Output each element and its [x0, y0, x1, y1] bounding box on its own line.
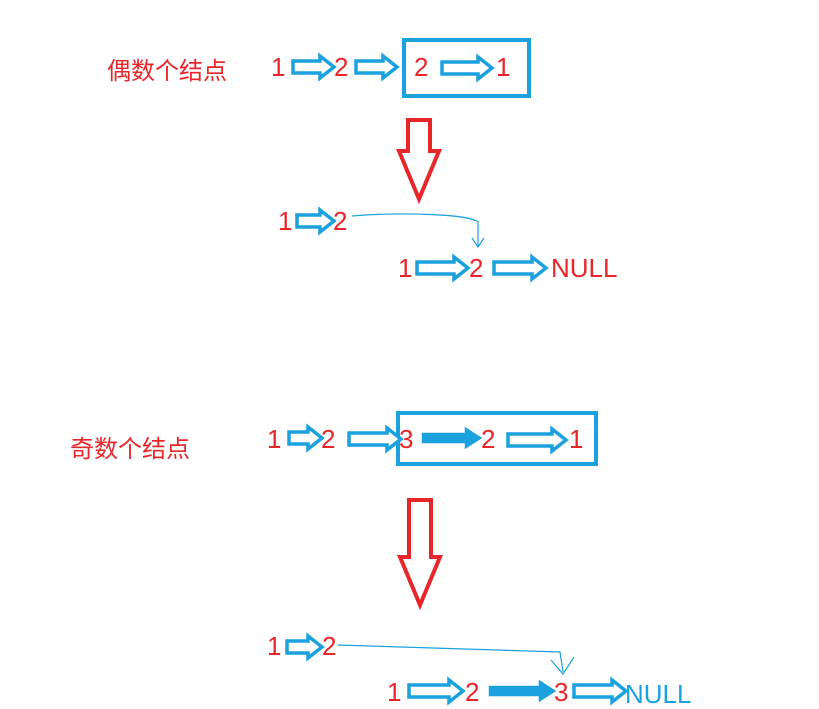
odd-connector-line [337, 644, 564, 673]
even-down-arrow [396, 118, 442, 205]
odd-top-node-5: 1 [569, 424, 584, 454]
odd-top-arrow-1 [287, 423, 325, 453]
odd-second-half-arrow-3 [572, 676, 629, 706]
odd-top-node-1: 1 [267, 424, 282, 454]
odd-top-arrow-4 [506, 425, 569, 455]
odd-top-node-2: 2 [321, 424, 336, 454]
odd-first-half-arrow [285, 632, 325, 662]
even-top-arrow-2 [354, 52, 400, 82]
odd-top-node-3: 3 [399, 424, 414, 454]
odd-first-half-node-1: 1 [267, 631, 282, 661]
even-null-label: NULL [551, 253, 618, 283]
even-second-half-node-2: 2 [469, 253, 484, 283]
even-highlight-box [402, 38, 531, 98]
even-heading: 偶数个结点 [107, 57, 227, 85]
even-connector-line [351, 213, 479, 246]
even-first-half-node-2: 2 [333, 206, 348, 236]
even-top-node-1: 1 [271, 52, 286, 82]
odd-heading: 奇数个结点 [70, 435, 190, 463]
even-top-node-4: 1 [496, 52, 511, 82]
odd-top-node-4: 2 [481, 424, 496, 454]
odd-second-half-node-2: 2 [465, 677, 480, 707]
odd-top-arrow-2 [347, 424, 404, 454]
odd-connector-arrowhead [550, 656, 575, 676]
even-connector-arrowhead [471, 237, 485, 249]
odd-top-arrow-3 [421, 426, 483, 450]
even-first-half-arrow [295, 206, 337, 236]
even-top-node-2: 2 [334, 52, 349, 82]
even-first-half-node-1: 1 [278, 206, 293, 236]
even-second-half-node-1: 1 [398, 253, 413, 283]
odd-first-half-node-2: 2 [322, 631, 337, 661]
even-top-arrow-3 [440, 53, 495, 83]
odd-second-half-node-1: 1 [387, 677, 402, 707]
odd-second-half-arrow-2 [488, 679, 557, 703]
even-top-arrow-1 [291, 52, 337, 82]
even-top-node-3: 2 [414, 52, 429, 82]
odd-second-half-arrow-1 [407, 676, 466, 706]
odd-down-arrow [397, 498, 443, 611]
odd-null-label: NULL [625, 679, 692, 709]
even-second-half-arrow-2 [492, 253, 549, 283]
even-second-half-arrow-1 [415, 253, 471, 283]
odd-second-half-node-3: 3 [554, 677, 569, 707]
